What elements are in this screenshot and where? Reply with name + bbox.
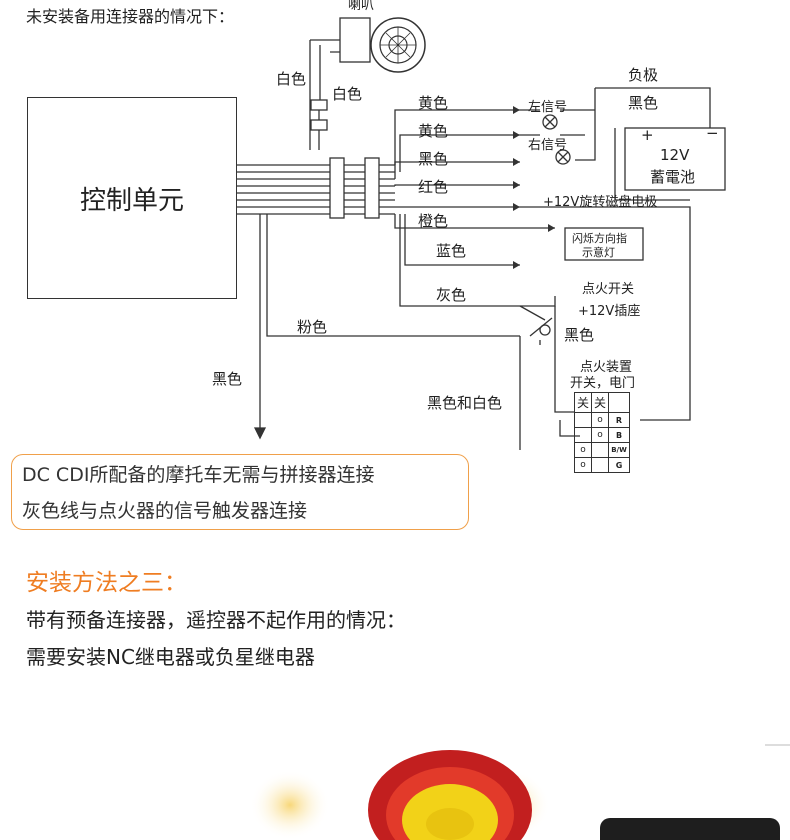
switch-col-2: 关: [591, 392, 609, 413]
battery-neg-black-label: 黑色: [628, 94, 659, 112]
wire-label-orange: 橙色: [418, 212, 449, 230]
ignition-switch-label: 点火开关: [582, 282, 635, 297]
switch-row-r: R: [608, 412, 630, 428]
wire-label-black-white: 黑色和白色: [427, 394, 503, 412]
note-line-2: 灰色线与点火器的信号触发器连接: [22, 500, 308, 522]
method3-line2: 需要安装NC继电器或负星继电器: [26, 645, 315, 669]
wire-label-black-switch: 黑色: [564, 326, 595, 344]
wire-label-black-ground: 黑色: [212, 370, 243, 388]
battery-voltage: 12V: [660, 146, 690, 164]
note-box: [11, 454, 469, 530]
switch-row-b: B: [608, 427, 630, 443]
ignition-device-line2: 开关，电门: [570, 376, 636, 391]
switch-table: 关 关 o R o B o B/W o G: [574, 392, 630, 473]
battery-minus: −: [706, 124, 719, 142]
wire-label-red: 红色: [418, 178, 449, 196]
product-photo: [250, 744, 790, 840]
wire-label-blue: 蓝色: [436, 242, 467, 260]
right-signal-label: 右信号: [528, 138, 568, 153]
control-unit-box: 控制单元: [27, 97, 237, 299]
horn-speaker-icon: [339, 17, 426, 73]
wire-label-black: 黑色: [418, 150, 449, 168]
note-line-1: DC CDI所配备的摩托车无需与拼接器连接: [22, 464, 375, 486]
wire-label-white2: 白色: [332, 85, 363, 103]
ignition-device-line1: 点火装置: [580, 360, 633, 375]
control-unit-label: 控制单元: [79, 185, 184, 216]
wiring-diagram: [237, 17, 726, 450]
method3-line1: 带有预备连接器，遥控器不起作用的情况：: [26, 608, 406, 632]
header-note: 未安装备用连接器的情况下：: [26, 7, 235, 26]
switch-col-1: 关: [574, 392, 592, 413]
wire-label-white1: 白色: [276, 70, 307, 88]
battery-neg-pole-label: 负极: [628, 66, 659, 84]
plus12-socket-label: +12V插座: [578, 304, 641, 319]
siren-speaker-icon: [368, 750, 532, 840]
light-flare-left: [250, 770, 330, 840]
wire-label-yellow2: 黄色: [418, 122, 449, 140]
left-signal-label: 左信号: [528, 100, 568, 115]
battery-plus: +: [641, 126, 654, 144]
switch-row-bw: B/W: [608, 442, 630, 458]
switch-row-g: G: [608, 457, 630, 473]
method3-title: 安装方法之三：: [26, 570, 187, 596]
wire-label-pink: 粉色: [297, 318, 328, 336]
horn-label: 喇叭: [348, 0, 375, 13]
flash-indicator-line1: 闪烁方向指: [572, 232, 627, 245]
flash-indicator-line2: 示意灯: [582, 246, 615, 259]
rotary-disk-label: +12V旋转磁盘电极: [543, 195, 658, 210]
wire-label-yellow1: 黄色: [418, 94, 449, 112]
remote-control-icon: [600, 818, 780, 840]
battery-name: 蓄電池: [650, 168, 696, 186]
wire-label-gray: 灰色: [436, 286, 467, 304]
